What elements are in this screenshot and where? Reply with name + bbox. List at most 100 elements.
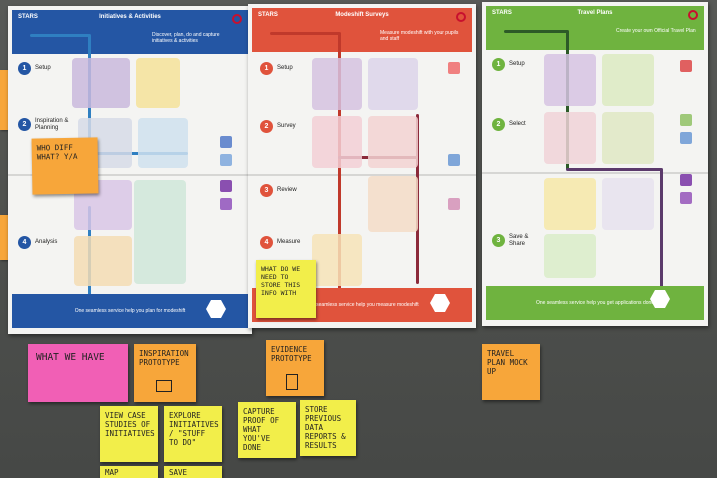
stage-number-badge: 3	[260, 184, 273, 197]
poster-header: STARS Initiatives & Activities Discover,…	[12, 10, 248, 54]
sticky-note-text: Capture proof of what you've done	[243, 407, 280, 452]
sticky-note-inspiration-prototype: Inspiration prototype	[134, 344, 196, 402]
edge-sticky-note	[0, 215, 8, 260]
journey-path	[338, 32, 341, 312]
illustration-panel	[602, 112, 654, 164]
journey-path	[566, 168, 662, 171]
roundel-icon	[232, 14, 242, 24]
stage-number-badge: 4	[18, 236, 31, 249]
illustration-panel	[368, 176, 418, 232]
stage-number-badge: 2	[18, 118, 31, 131]
sticky-note-text: Save things	[169, 468, 196, 478]
illustration-panel	[544, 54, 596, 106]
stage-number-badge: 2	[492, 118, 505, 131]
activity-icon	[220, 180, 232, 192]
journey-path	[30, 34, 90, 37]
edge-sticky-note	[0, 70, 8, 130]
sticky-note-store: Store previous data reports & results	[300, 400, 356, 456]
stage-number-badge: 4	[260, 236, 273, 249]
activity-icon	[220, 154, 232, 166]
poster-title: Initiatives & Activities	[99, 14, 161, 20]
sticky-note-text: Inspiration prototype	[139, 349, 189, 367]
stage-label: Select	[509, 121, 526, 127]
stage-label: Setup	[277, 65, 293, 71]
illustration-panel	[544, 112, 596, 164]
sticky-note-view-case: View case studies of initiatives	[100, 406, 158, 462]
brand-logo: STARS	[258, 12, 278, 18]
illustration-panel	[544, 234, 596, 278]
illustration-panel	[368, 58, 418, 110]
stage-label: Review	[277, 187, 297, 193]
sticky-note-text: What we have	[36, 352, 105, 363]
activity-icon	[680, 174, 692, 186]
stage-number-badge: 2	[260, 120, 273, 133]
stage-number-badge: 1	[18, 62, 31, 75]
prototype-sketch-icon	[286, 374, 298, 390]
poster-title: Travel Plans	[577, 10, 613, 16]
stage-label: Measure	[277, 239, 301, 245]
activity-icon	[680, 192, 692, 204]
journey-path	[504, 30, 568, 33]
sticky-note-text: Who diff what? Y/A	[36, 142, 78, 162]
stage-number-badge: 1	[260, 62, 273, 75]
stage-label: Inspiration & Planning	[35, 118, 69, 131]
hexagon-icon	[430, 294, 450, 312]
illustration-panel	[544, 178, 596, 230]
roundel-icon	[688, 10, 698, 20]
sticky-note-what-we-have: What we have	[28, 344, 128, 402]
hexagon-icon	[206, 300, 226, 318]
fold-line	[248, 174, 476, 176]
sticky-note-text: What do we need to store this info with	[261, 265, 301, 297]
activity-icon	[680, 60, 692, 72]
sticky-note-text: View case studies of initiatives	[105, 411, 155, 438]
illustration-panel	[602, 178, 654, 230]
illustration-panel	[72, 58, 130, 108]
activity-icon	[448, 154, 460, 166]
roundel-icon	[456, 12, 466, 22]
illustration-panel	[138, 118, 188, 168]
brand-logo: STARS	[18, 14, 38, 20]
illustration-panel	[602, 54, 654, 106]
sticky-note-capture: Capture proof of what you've done	[238, 402, 296, 458]
stage-number-badge: 3	[492, 234, 505, 247]
poster-initiatives: STARS Initiatives & Activities Discover,…	[8, 6, 252, 334]
journey-path	[270, 32, 340, 35]
stage-label: Setup	[509, 61, 525, 67]
stage-number-badge: 1	[492, 58, 505, 71]
poster-travel-plans: STARS Travel Plans Create your own Offic…	[482, 2, 708, 326]
activity-icon	[220, 136, 232, 148]
sticky-note-text: Explore initiatives / "stuff to do"	[169, 411, 219, 447]
poster-subtitle: Create your own Official Travel Plan	[616, 28, 696, 34]
sticky-note-explore: Explore initiatives / "stuff to do"	[164, 406, 222, 462]
activity-icon	[680, 132, 692, 144]
activity-icon	[448, 62, 460, 74]
activity-icon	[448, 198, 460, 210]
stage-label: Survey	[277, 123, 296, 129]
stage-label: Save & Share	[509, 234, 529, 247]
poster-footer: One seamless service help you get applic…	[486, 286, 704, 320]
poster-subtitle: Discover, plan, do and capture initiativ…	[152, 32, 220, 44]
prototype-sketch-icon	[156, 380, 172, 392]
sticky-note-text: Map against	[105, 468, 137, 478]
brand-logo: STARS	[492, 10, 512, 16]
illustration-panel	[368, 116, 418, 168]
sticky-note-what-do-we-need: What do we need to store this info with	[256, 260, 316, 318]
activity-icon	[220, 198, 232, 210]
illustration-panel	[312, 234, 362, 286]
stage-label: Analysis	[35, 239, 58, 245]
sticky-note-text: Evidence prototype	[271, 345, 312, 363]
sticky-note-text: Travel plan mock up	[487, 349, 528, 376]
hexagon-icon	[650, 290, 670, 308]
stage-label: Setup	[35, 65, 51, 71]
illustration-panel	[134, 180, 186, 284]
sticky-note-travel-plan: Travel plan mock up	[482, 344, 540, 400]
sticky-note-map-against: Map against	[100, 466, 158, 478]
fold-line	[8, 174, 252, 176]
fold-line	[482, 172, 708, 174]
sticky-note-save-things: Save things	[164, 466, 222, 478]
journey-path	[660, 168, 663, 288]
sticky-note-text: Store previous data reports & results	[305, 405, 346, 450]
activity-icon	[680, 114, 692, 126]
illustration-panel	[74, 236, 132, 286]
illustration-panel	[136, 58, 180, 108]
